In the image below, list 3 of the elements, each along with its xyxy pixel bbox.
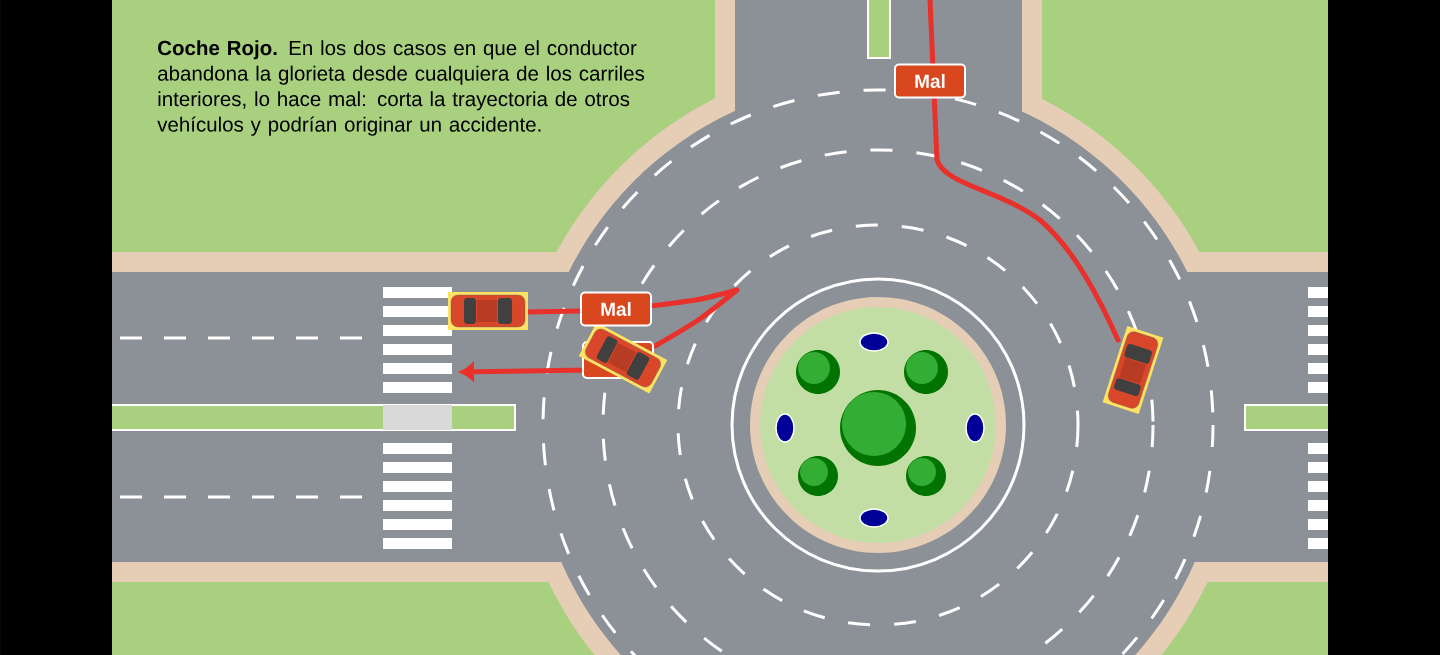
mal-tag: Mal bbox=[894, 63, 966, 99]
description-text: Coche Rojo. En los dos casos en que el conductor abandona la glorieta desde cualquiera de los carriles interiores, lo hace mal: corta la trayectoria de otros vehículos y podrían originar un accidente. bbox=[157, 40, 645, 136]
mal-tag: Mal bbox=[580, 291, 652, 327]
